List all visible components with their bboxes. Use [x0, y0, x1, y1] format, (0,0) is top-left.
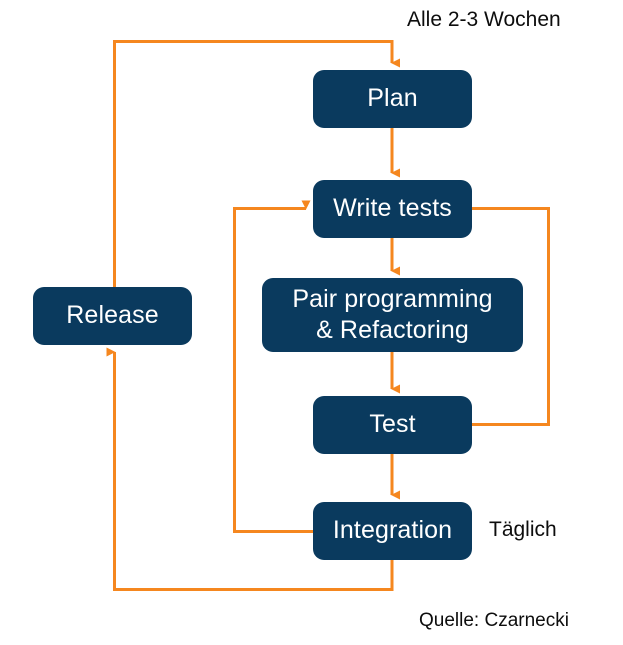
node-pair-programming-label-line2: & Refactoring: [316, 316, 469, 344]
node-integration-label: Integration: [332, 516, 453, 545]
label-cadence: Alle 2-3 Wochen: [407, 8, 561, 31]
edge-integration-to-write-tests: [233, 200, 313, 533]
node-plan[interactable]: Plan: [313, 70, 472, 128]
label-source: Quelle: Czarnecki: [419, 610, 569, 631]
label-daily: Täglich: [489, 518, 557, 541]
node-test[interactable]: Test: [313, 396, 472, 454]
node-write-tests[interactable]: Write tests: [313, 180, 472, 238]
node-pair-programming[interactable]: Pair programming & Refactoring: [262, 278, 523, 352]
node-test-label: Test: [369, 410, 416, 439]
node-plan-label: Plan: [367, 84, 418, 113]
node-release[interactable]: Release: [33, 287, 192, 345]
node-release-label: Release: [66, 301, 159, 330]
node-pair-programming-label-line1: Pair programming: [292, 284, 493, 313]
node-write-tests-label: Write tests: [333, 194, 452, 223]
node-integration[interactable]: Integration: [313, 502, 472, 560]
